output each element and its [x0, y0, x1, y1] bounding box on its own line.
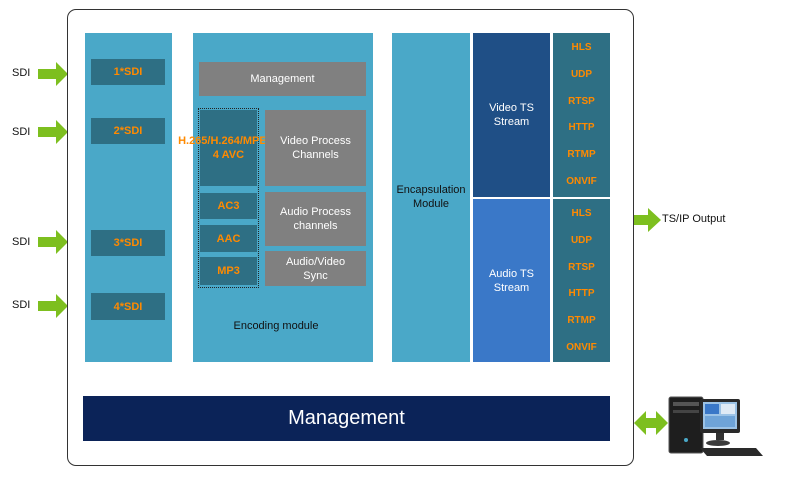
sdi-channel-1: 1*SDI: [91, 59, 165, 85]
audio-codec-aac: AAC: [200, 225, 257, 252]
sdi-channel-2: 2*SDI: [91, 118, 165, 144]
encoding-management-box: Management: [199, 62, 366, 96]
audio-ts-label: Audio TS Stream: [488, 267, 535, 294]
audio-protocols-panel: [553, 199, 610, 362]
audio-protocol-hls: HLS: [571, 208, 592, 219]
video-protocol-hls: HLS: [571, 42, 592, 53]
audio-protocol-onvif: ONVIF: [566, 342, 597, 353]
video-protocol-rtsp: RTSP: [568, 96, 595, 107]
video-protocol-onvif: ONVIF: [566, 176, 597, 187]
video-protocol-http: HTTP: [568, 122, 595, 133]
codec-group: [198, 108, 259, 288]
encapsulation-module: [392, 33, 470, 362]
audio-protocol-udp: UDP: [570, 235, 593, 246]
video-ts-stream: Video TS Stream: [473, 33, 550, 197]
audio-ts-stream: Audio TS Stream: [473, 199, 550, 362]
double-arrow-icon: [634, 411, 668, 435]
sdi-label-3: SDI: [12, 236, 31, 248]
encoding-module-label: Encoding module: [233, 320, 319, 332]
sdi-label-4: SDI: [12, 299, 31, 311]
video-protocol-rtmp: RTMP: [567, 149, 596, 160]
sdi-label-1: SDI: [12, 67, 31, 79]
sdi-channel-4: 4*SDI: [91, 293, 165, 320]
output-label: TS/IP Output: [662, 213, 726, 225]
sdi-arrow-1: [38, 62, 68, 86]
output-arrow: [632, 208, 661, 232]
video-ts-label: Video TS Stream: [489, 102, 534, 128]
sdi-arrow-3: [38, 230, 68, 254]
sdi-arrow-2: [38, 120, 68, 144]
video-protocols-panel: [553, 33, 610, 197]
sdi-channel-3: 3*SDI: [91, 230, 165, 256]
management-bar-label: Management: [288, 407, 405, 429]
audio-process-box: Audio Process channels: [265, 192, 366, 246]
audio-codec-ac3: AC3: [200, 193, 257, 219]
sdi-arrow-4: [38, 294, 68, 318]
audio-codec-mp3: MP3: [200, 257, 257, 285]
av-sync-box: Audio/Video Sync: [265, 251, 366, 286]
audio-protocol-rtsp: RTSP: [568, 262, 595, 273]
encapsulation-label: Encapsulation Module: [396, 184, 466, 210]
management-bar: Management: [83, 396, 610, 441]
video-process-box: Video Process Channels: [265, 110, 366, 186]
video-codec-box: H.265/H.264/MPEG-4 AVC: [178, 110, 279, 186]
video-protocol-udp: UDP: [570, 69, 593, 80]
sdi-label-2: SDI: [12, 126, 31, 138]
audio-protocol-http: HTTP: [568, 288, 595, 299]
audio-protocol-rtmp: RTMP: [567, 315, 596, 326]
